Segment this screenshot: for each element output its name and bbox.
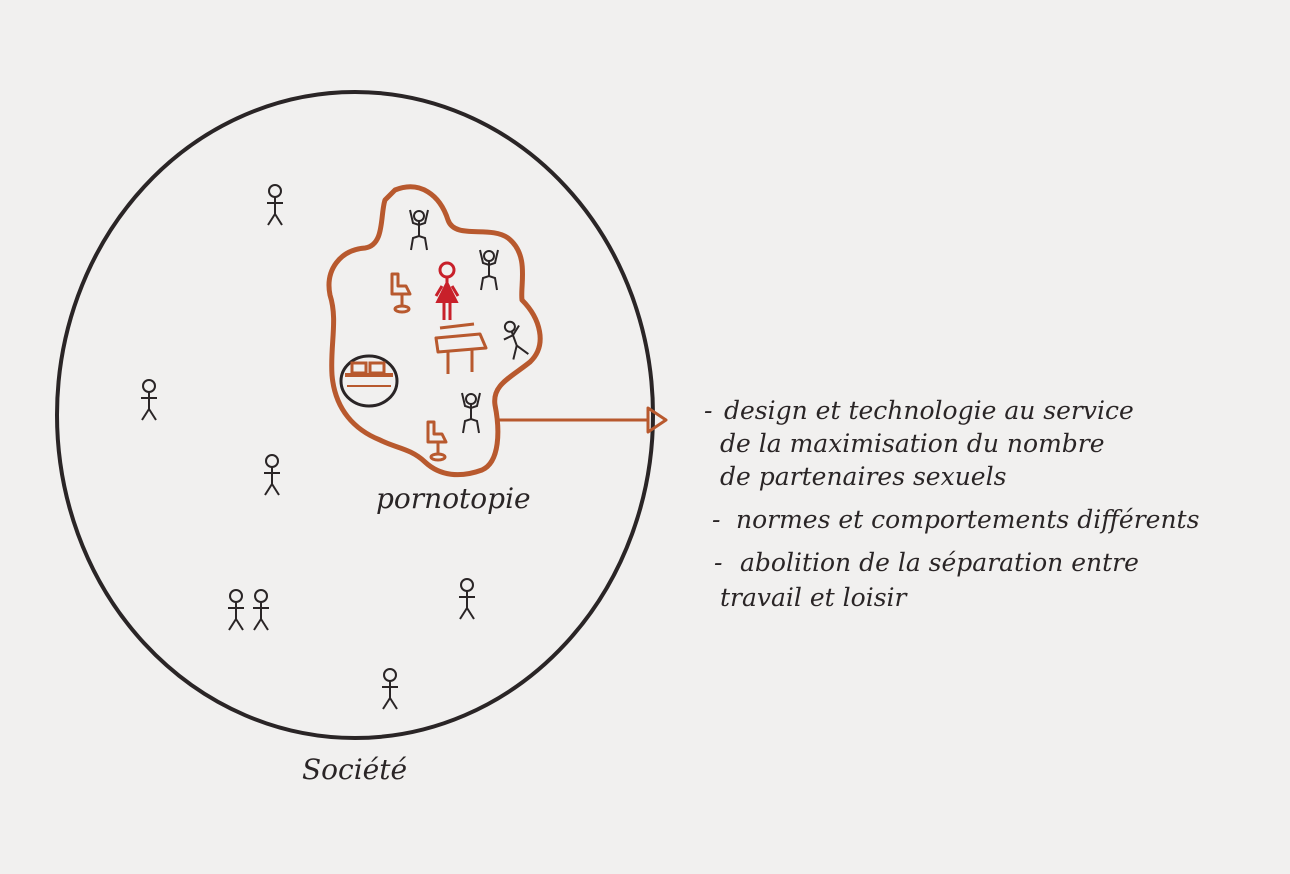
notes-list: - design et technologie au service de la… [704,396,1199,612]
note-bullet: - [704,396,712,425]
note-1-line-2: de la maximisation du nombre [720,429,1105,458]
society-people [141,185,475,709]
chair-icon [392,274,410,312]
chair-icon [428,422,446,460]
dancing-figure-icon [462,393,480,433]
round-bed-icon [341,356,397,406]
stick-figure-icon [459,579,475,619]
stick-figure-icon [382,669,398,709]
note-bullet: - [712,505,720,534]
stick-figure-icon [253,590,269,630]
note-1-line-1: design et technologie au service [724,396,1134,425]
stick-figure-icon [264,455,280,495]
note-3-line-2: travail et loisir [720,583,909,612]
stick-figure-icon [267,185,283,225]
note-2-line-1: normes et comportements différents [736,505,1199,534]
heterotopia-label: pornotopie [376,482,531,515]
woman-figure-icon [436,263,458,320]
dancing-figure-icon [480,250,498,290]
society-circle [57,92,653,738]
arrow-right-icon [497,408,666,432]
dancing-figure-icon [499,319,530,360]
note-bullet: - [714,548,722,577]
society-label: Société [302,753,407,786]
table-icon [436,324,486,374]
stick-figure-icon [228,590,244,630]
stick-figure-icon [141,380,157,420]
note-3-line-1: abolition de la séparation entre [740,548,1139,577]
dancing-figure-icon [410,210,428,250]
note-1-line-3: de partenaires sexuels [720,462,1006,491]
